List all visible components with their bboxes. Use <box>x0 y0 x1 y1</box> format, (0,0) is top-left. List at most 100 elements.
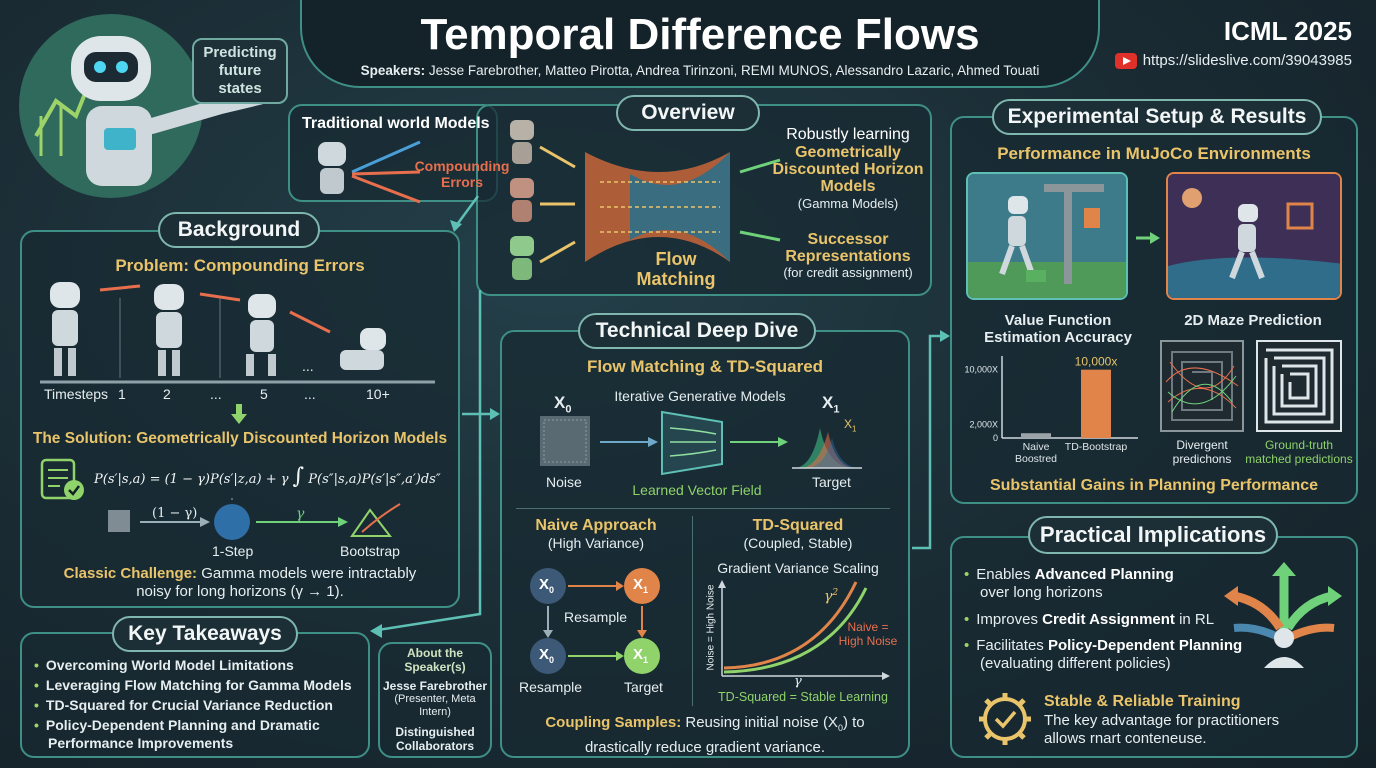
coupling-text-1: Reusing initial noise (X <box>685 714 838 731</box>
bar-y-tick: 0 <box>993 433 998 443</box>
x1-target-subscript: 1 <box>852 424 857 434</box>
takeaway-item-2: Leveraging Flow Matching for Gamma Model… <box>34 676 352 694</box>
resample-label-1: Resample <box>564 609 628 625</box>
td-curve-label: TD-Squared = Stable Learning <box>718 690 888 704</box>
naive-title: Naive Approach <box>535 517 657 534</box>
implication-item-3: Facilitates Policy-Dependent Planning (e… <box>964 637 1242 673</box>
challenge-text-2: noisy for long horizons (γ → 1). <box>136 583 344 600</box>
robot-timeline-graphic <box>40 278 440 388</box>
deep-dive-vdivider <box>692 516 693 706</box>
timeline-label-0: Timesteps <box>44 386 109 402</box>
gamma-label: γ <box>296 506 305 522</box>
naive-curve-1: Naive = <box>847 620 889 634</box>
generative-graphic <box>536 408 876 480</box>
challenge-label: Classic Challenge: <box>63 565 198 582</box>
x1-letter: X <box>822 393 834 412</box>
bar-category-label: TD-Bootstrap <box>1065 441 1128 453</box>
impl-3-bold: Policy-Dependent Planning <box>1047 637 1243 654</box>
speakers-label: Speakers: <box>360 63 426 78</box>
bar-y-tick: 2,000X <box>969 419 998 429</box>
bootstrap-graphic <box>100 496 420 546</box>
overview-title: Overview <box>616 95 760 131</box>
traditional-label: Traditional world Models <box>302 115 490 132</box>
speakers-line: Speakers: Jesse Farebrother, Matteo Piro… <box>320 63 1080 78</box>
mujoco-scene-1 <box>966 172 1128 300</box>
x0-label: X0 <box>554 393 571 415</box>
overview-flow-graphic <box>300 112 800 292</box>
naive-graphic <box>516 560 686 680</box>
maze-ground-truth-image <box>1256 340 1342 432</box>
checklist-icon <box>40 458 86 502</box>
impl-2-bold: Credit Assignment <box>1042 611 1175 628</box>
bar-1 <box>1021 433 1051 438</box>
impl-1-line2: over long horizons <box>980 584 1103 601</box>
naive-curve-2: High Noise <box>838 634 898 648</box>
stable-title: Stable & Reliable Training <box>1044 693 1241 710</box>
noise-label: Noise <box>546 474 582 490</box>
x1-label: X1 <box>822 393 839 415</box>
coupling-label: Coupling Samples: <box>545 714 682 731</box>
video-link-text: https://slideslive.com/39043985 <box>1142 52 1352 69</box>
resample-label-2: Resample <box>519 679 583 695</box>
maze-title: 2D Maze Prediction <box>1184 312 1322 329</box>
bar-category-label: Naive <box>1023 441 1050 453</box>
stable-text-1: The key advantage for practitioners <box>1044 712 1280 729</box>
about-name: Jesse Farebrother <box>382 679 488 693</box>
equation-lhs: P(s′|s,a) = (1 − γ)P(s′|z,a) + γ <box>94 472 289 487</box>
node-x0-b: X0 <box>539 646 554 665</box>
gamma-squared-label: γ2 <box>824 588 838 605</box>
value-title: Value Function Estimation Accuracy <box>970 312 1146 346</box>
x1-target-sub-label: X1 <box>844 417 856 433</box>
successor-sub: (for credit assignment) <box>783 265 913 280</box>
impl-3-pre: Facilitates <box>976 637 1048 654</box>
x-axis-label: γ <box>794 674 802 689</box>
node-x0-b-sub: 0 <box>549 655 555 665</box>
gamma-models-title: Geometrically Discounted Horizon Models <box>772 144 924 195</box>
gear-check-icon <box>976 690 1034 748</box>
node-x1-b-letter: X <box>633 646 644 663</box>
timeline-label-6: 10+ <box>366 386 390 402</box>
about-collaborators: Distinguished Collaborators <box>395 725 475 753</box>
divergent-1: Divergent <box>1176 438 1228 452</box>
takeaways-title: Key Takeaways <box>112 616 298 652</box>
speakers-names: Jesse Farebrother, Matteo Pirotta, Andre… <box>428 63 1040 78</box>
value-title-2: Estimation Accuracy <box>984 329 1132 346</box>
about-role: (Presenter, Meta Intern) <box>394 693 476 718</box>
node-x1-b-sub: 1 <box>643 655 649 665</box>
bar-data-label: 10,000x <box>1075 355 1118 369</box>
robot-illustration <box>16 6 316 206</box>
x0-letter: X <box>554 393 566 412</box>
timeline-label-3: ... <box>210 386 222 402</box>
x1-subscript: 1 <box>833 403 840 416</box>
node-x0-a: X0 <box>539 576 554 595</box>
implication-item-2: Improves Credit Assignment in RL <box>964 611 1214 629</box>
gamma-sq-letter: γ <box>824 588 833 605</box>
iterative-label: Iterative Generative Models <box>614 388 786 404</box>
node-x0-a-letter: X <box>539 576 550 593</box>
bar-2 <box>1081 369 1111 438</box>
timeline-label-4: 5 <box>260 386 268 402</box>
impl-3-line2: (evaluating different policies) <box>980 655 1171 672</box>
about-title: About the Speaker(s) <box>404 646 466 674</box>
gradient-label: Gradient Variance Scaling <box>717 560 879 576</box>
down-arrow-icon <box>231 404 247 424</box>
node-x0-b-letter: X <box>539 646 550 663</box>
node-x1-a-sub: 1 <box>643 585 649 595</box>
video-link[interactable]: https://slideslive.com/39043985 <box>1114 52 1352 69</box>
divergent-2: predichons <box>1172 452 1232 466</box>
successor-title: Successor Representations <box>785 231 911 265</box>
ground-1: Ground-truth <box>1264 438 1334 452</box>
td-title: TD-Squared <box>752 517 844 534</box>
coupling-text-2: ) to <box>842 714 865 731</box>
gamma-sq-exp: 2 <box>832 588 839 598</box>
x1-target-letter: X <box>844 417 853 431</box>
bar-category-label: Boostred <box>1015 453 1057 465</box>
equation-rhs: P(s″|s,a)P(s′|s″,a′)ds″ <box>308 472 441 487</box>
deep-dive-subtitle: Flow Matching & TD-Squared <box>586 357 824 376</box>
deep-dive-panel <box>500 330 910 758</box>
vector-field-label: Learned Vector Field <box>632 482 762 498</box>
challenge-text-1: Gamma models were intractably <box>201 565 417 582</box>
dots-top: ... <box>302 358 314 374</box>
about-panel <box>378 642 492 758</box>
